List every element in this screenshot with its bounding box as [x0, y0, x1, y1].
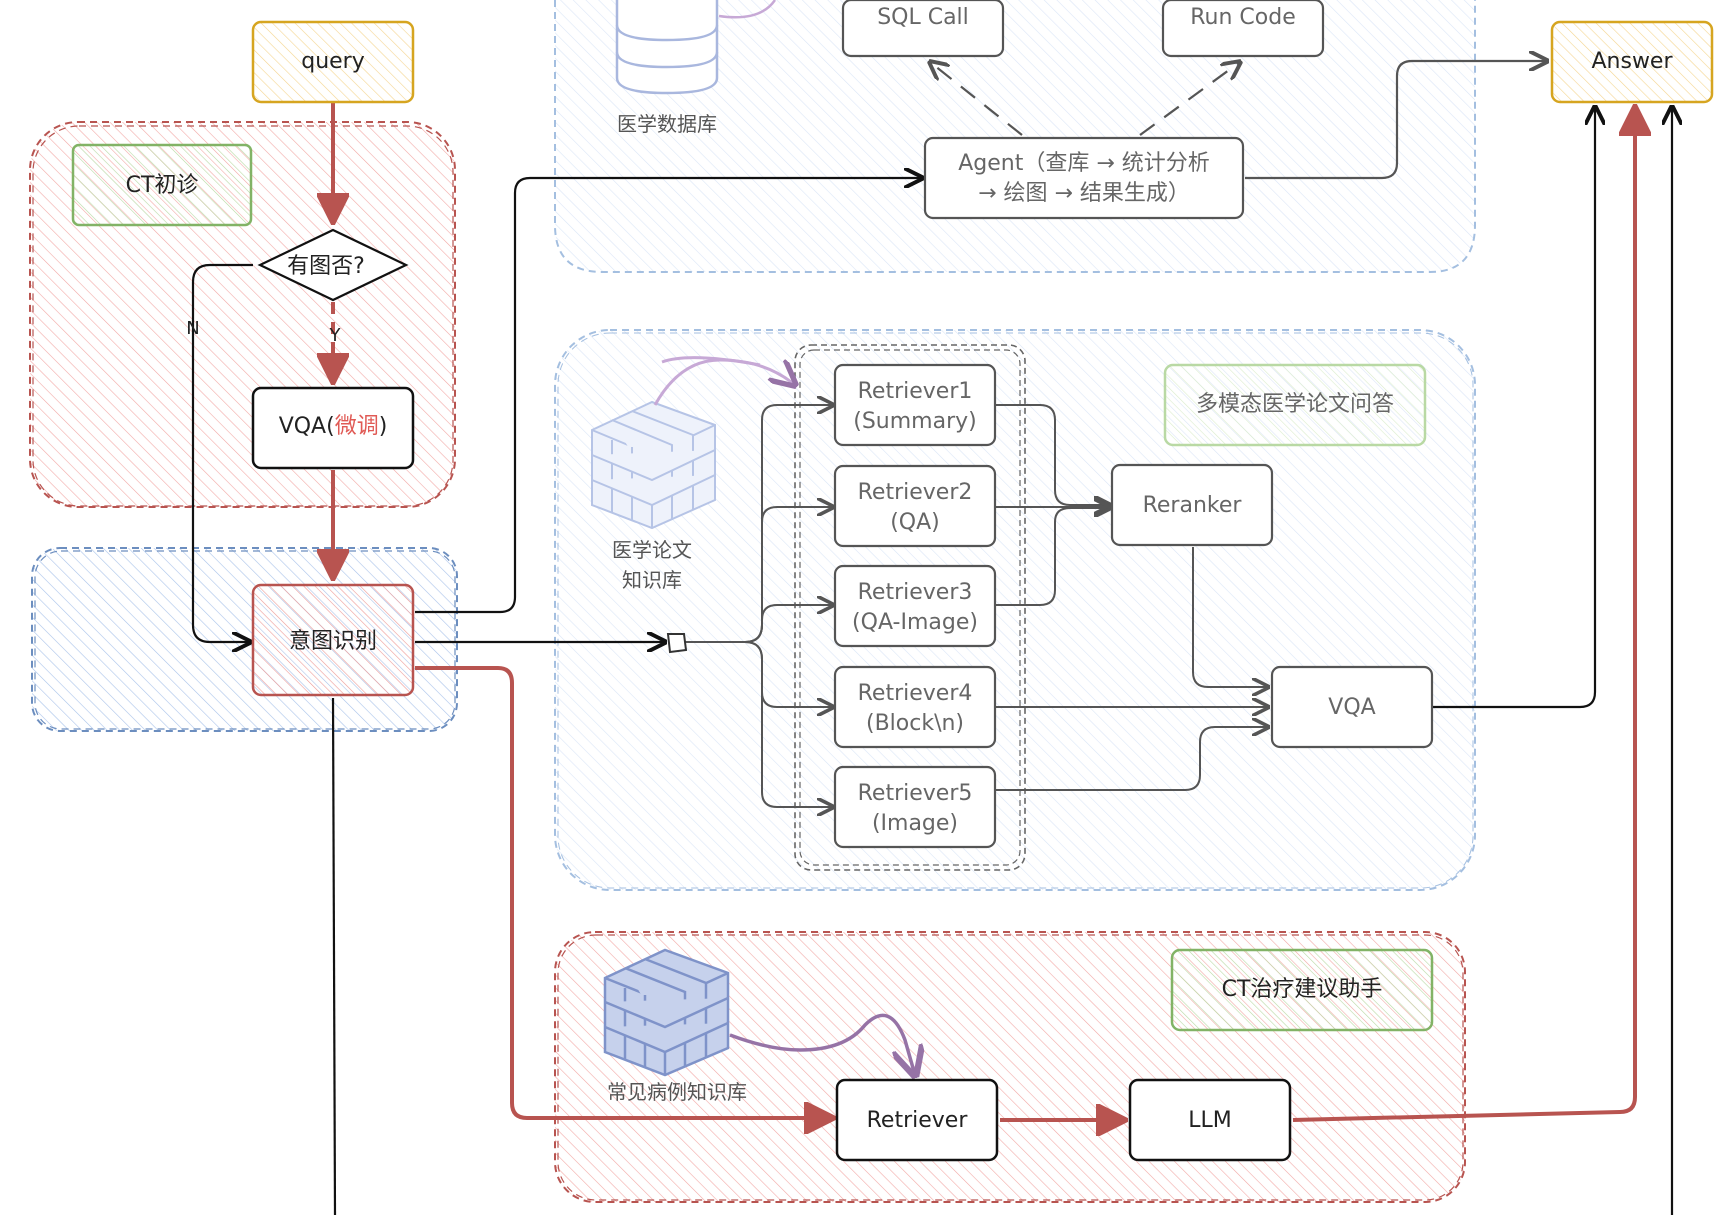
vqa-label: VQA: [1328, 695, 1375, 720]
edge-casekb-retriever: [729, 1013, 915, 1075]
retriever2-node[interactable]: Retriever2 (QA): [833, 464, 997, 548]
retriever1-label-line2: (Summary): [853, 409, 976, 434]
edges-to-vqa: [995, 547, 1268, 791]
vqa-finetune-label: VQA(微调): [279, 414, 388, 439]
vqa-node[interactable]: VQA: [1270, 665, 1434, 749]
edge-intent-retriever: [415, 666, 833, 1118]
retriever3-label-line1: Retriever3: [858, 580, 973, 605]
agent-node[interactable]: Agent（查库 → 统计分析 → 绘图 → 结果生成）: [923, 136, 1245, 220]
run-code-node[interactable]: Run Code: [1161, 0, 1325, 58]
retriever5-node[interactable]: Retriever5 (Image): [833, 765, 997, 849]
ct-treatment-label: CT治疗建议助手: [1222, 977, 1383, 1002]
run-code-label: Run Code: [1190, 5, 1296, 30]
has-image-decision[interactable]: 有图否?: [257, 228, 409, 302]
retriever4-node[interactable]: Retriever4 (Block\n): [833, 665, 997, 749]
retriever3-node[interactable]: Retriever3 (QA-Image): [833, 564, 997, 648]
edge-agent-sqlcall: [930, 62, 1023, 136]
intent-label: 意图识别: [289, 629, 377, 654]
llm-label: LLM: [1188, 1108, 1232, 1133]
edge-intent-agent: [415, 178, 922, 614]
retriever3-label-line2: (QA-Image): [852, 610, 978, 635]
answer-node[interactable]: Answer: [1550, 20, 1714, 104]
retriever-label: Retriever: [867, 1108, 969, 1133]
retriever2-label-line2: (QA): [890, 510, 940, 535]
edge-llm-answer: [1292, 107, 1635, 1122]
retriever4-label-line2: (Block\n): [866, 711, 964, 736]
answer-label: Answer: [1591, 49, 1673, 74]
edges-to-reranker: [995, 404, 1110, 606]
retriever1-node[interactable]: Retriever1 (Summary): [833, 363, 997, 447]
query-label: query: [301, 49, 365, 74]
retriever5-label-line2: (Image): [872, 811, 958, 836]
edge-intent-down: [331, 697, 337, 1215]
agent-label-line2: → 绘图 → 结果生成）: [978, 181, 1190, 206]
edges-fanout: [685, 405, 833, 807]
cube-icon-cases: [603, 948, 730, 1077]
retriever-group: [794, 344, 1026, 871]
agent-label-line1: Agent（查库 → 统计分析: [958, 151, 1210, 176]
case-kb-label: 常见病例知识库: [607, 1080, 747, 1104]
cube-icon-papers: [591, 356, 761, 530]
query-node[interactable]: query: [251, 20, 415, 104]
reranker-label: Reranker: [1143, 493, 1243, 518]
multimodal-qa-tag: 多模态医学论文问答: [1163, 363, 1427, 447]
edge-agent-answer: [1245, 61, 1547, 180]
edge-hasimage-intent-no: [191, 263, 253, 642]
edge-agent-runcode: [1139, 62, 1240, 136]
reranker-node[interactable]: Reranker: [1110, 463, 1274, 547]
ct-initial-label: CT初诊: [126, 173, 199, 198]
sql-call-node[interactable]: SQL Call: [841, 0, 1005, 58]
retriever-node[interactable]: Retriever: [835, 1078, 999, 1162]
paper-kb-label-line2: 知识库: [622, 568, 682, 592]
edge-vqa-answer: [1433, 107, 1595, 709]
intent-node[interactable]: 意图识别: [251, 583, 415, 697]
edge-label-no: N: [186, 318, 199, 339]
entry-point: [666, 633, 688, 654]
vqa-finetune-node[interactable]: VQA(微调): [251, 386, 415, 470]
retriever1-label-line1: Retriever1: [858, 379, 973, 404]
medical-db-label: 医学数据库: [617, 112, 717, 136]
edge-label-yes: Y: [329, 325, 342, 346]
ct-treatment-tag: CT治疗建议助手: [1170, 948, 1434, 1032]
edge-paperkb-retrievers: [653, 358, 795, 406]
llm-node[interactable]: LLM: [1128, 1078, 1292, 1162]
ct-initial-tag: CT初诊: [71, 143, 253, 227]
paper-kb-label-line1: 医学论文: [612, 538, 692, 562]
retriever4-label-line1: Retriever4: [858, 681, 973, 706]
retriever5-label-line1: Retriever5: [858, 781, 973, 806]
has-image-label: 有图否?: [287, 254, 365, 279]
database-icon: [615, 0, 777, 95]
multimodal-qa-label: 多模态医学论文问答: [1196, 392, 1394, 417]
retriever2-label-line1: Retriever2: [858, 480, 973, 505]
sql-call-label: SQL Call: [877, 5, 969, 30]
